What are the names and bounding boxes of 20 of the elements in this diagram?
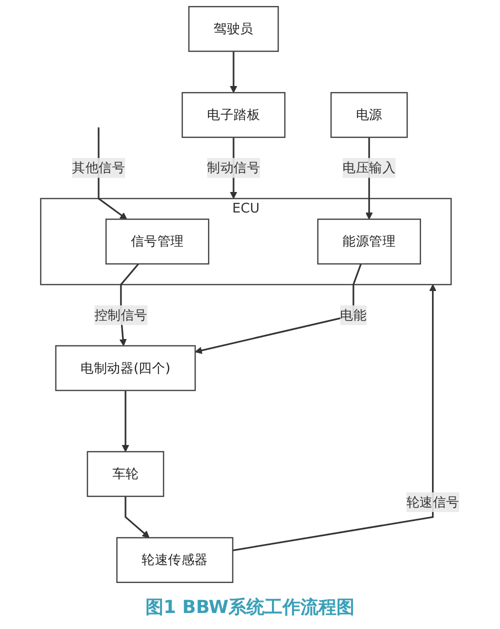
arrow bbox=[230, 51, 238, 93]
node-box: 信号管理 bbox=[105, 218, 210, 264]
edge-label: 其他信号 bbox=[72, 160, 126, 176]
edge-label: 电压输入 bbox=[342, 160, 396, 176]
arrow bbox=[122, 390, 130, 452]
edge-label: 控制信号 bbox=[94, 306, 148, 323]
edge-label: 制动信号 bbox=[207, 160, 260, 176]
node-box: 电子踏板 bbox=[182, 92, 286, 138]
arrow bbox=[194, 264, 362, 354]
caption: 图1 BBW系统工作流程图 bbox=[145, 596, 355, 620]
edge-label: 轮速信号 bbox=[406, 494, 460, 510]
arrow bbox=[232, 284, 436, 552]
node-box: 能源管理 bbox=[317, 218, 422, 264]
node-box: 车轮 bbox=[86, 451, 164, 497]
node-box: 驾驶员 bbox=[188, 6, 279, 52]
edge-label: 电能 bbox=[340, 306, 367, 323]
node-box: 电源 bbox=[330, 92, 408, 138]
node-box: 轮速传感器 bbox=[116, 537, 234, 583]
arrow bbox=[124, 496, 150, 538]
node-box: 电制动器(四个) bbox=[55, 345, 196, 392]
